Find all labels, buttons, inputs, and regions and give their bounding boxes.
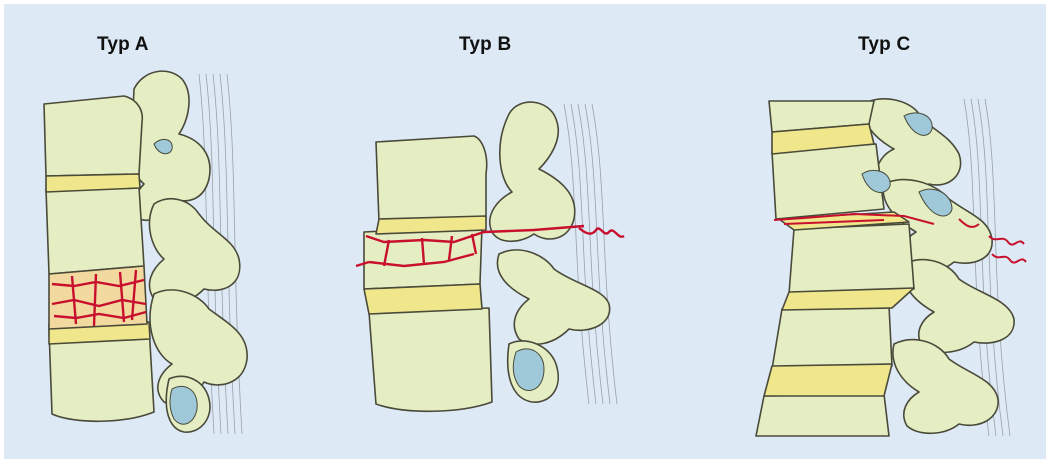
spine-illustration-typ-c: [4, 4, 1046, 459]
figure-background: Typ A Typ B Typ C: [4, 4, 1046, 459]
